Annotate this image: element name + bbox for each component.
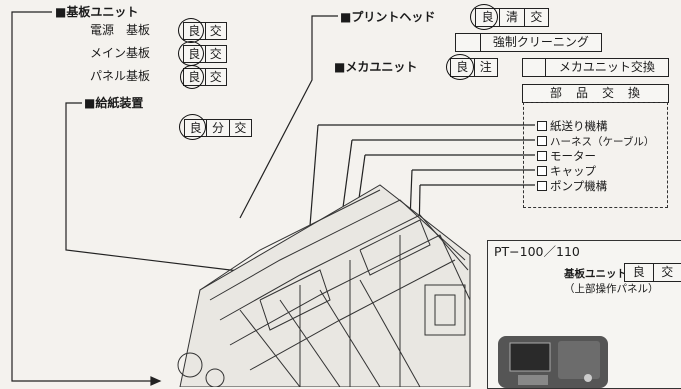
power-board-exchange: 交 [206, 23, 227, 39]
parts-item-cap: キャップ [537, 165, 596, 178]
mecha-unit-exchange-box: メカユニット交換 [522, 58, 669, 77]
main-board-label: メイン基板 [90, 46, 150, 60]
panel-board-label: パネル基板 [90, 69, 150, 83]
main-board-exchange: 交 [206, 46, 227, 62]
parts-item-label: 紙送り機構 [550, 119, 608, 133]
parts-item-motor: モーター [537, 150, 596, 163]
checkbox-icon [537, 121, 547, 131]
paper-feeder-title: ■給紙装置 [84, 96, 143, 110]
parts-exchange-title: 部 品 交 換 [523, 85, 668, 102]
parts-item-pump: ポンプ機構 [537, 180, 607, 193]
power-board-label: 電源 基板 [90, 23, 150, 37]
base-board-unit-title: ■基板ユニット [55, 5, 138, 19]
checkbox-icon [537, 136, 547, 146]
mecha-unit-exchange-checkbox [523, 59, 546, 76]
force-cleaning-box: 強制クリーニング [455, 33, 602, 52]
force-cleaning-label: 強制クリーニング [481, 34, 601, 51]
panel-board-circle-mark [180, 65, 204, 89]
paper-feeder-circle-mark [179, 114, 206, 140]
paper-feeder-exchange: 交 [230, 120, 251, 136]
mecha-unit-circle-mark [446, 54, 474, 80]
power-board-circle-mark [178, 18, 204, 43]
pt100-inset-panel: PT−100／110 基板ユニット 良 交 （上部操作パネル） [487, 240, 681, 389]
panel-board-exchange: 交 [206, 69, 227, 85]
parts-item-harness: ハーネス（ケーブル） [537, 135, 654, 149]
parts-item-label: ポンプ機構 [550, 179, 607, 193]
parts-exchange-header: 部 品 交 換 [522, 84, 669, 103]
pt100-device-image [488, 241, 681, 388]
mecha-unit-caution: 注 [475, 59, 498, 76]
parts-item-label: ハーネス（ケーブル） [550, 136, 654, 148]
mecha-unit-exchange-label: メカユニット交換 [546, 59, 668, 76]
checkbox-icon [537, 181, 547, 191]
main-board-circle-mark [178, 41, 204, 66]
mecha-unit-title: ■メカユニット [334, 60, 417, 74]
parts-item-label: キャップ [550, 164, 596, 178]
checkbox-icon [537, 166, 547, 176]
print-head-exchange: 交 [525, 9, 548, 26]
print-head-circle-mark [470, 4, 498, 30]
parts-item-paper-feed: 紙送り機構 [537, 120, 608, 133]
parts-item-label: モーター [550, 149, 596, 163]
force-cleaning-checkbox [456, 34, 481, 51]
print-head-clean: 清 [500, 9, 524, 26]
checkbox-icon [537, 151, 547, 161]
paper-feeder-disassemble: 分 [207, 120, 229, 136]
print-head-title: ■プリントヘッド [340, 10, 435, 24]
